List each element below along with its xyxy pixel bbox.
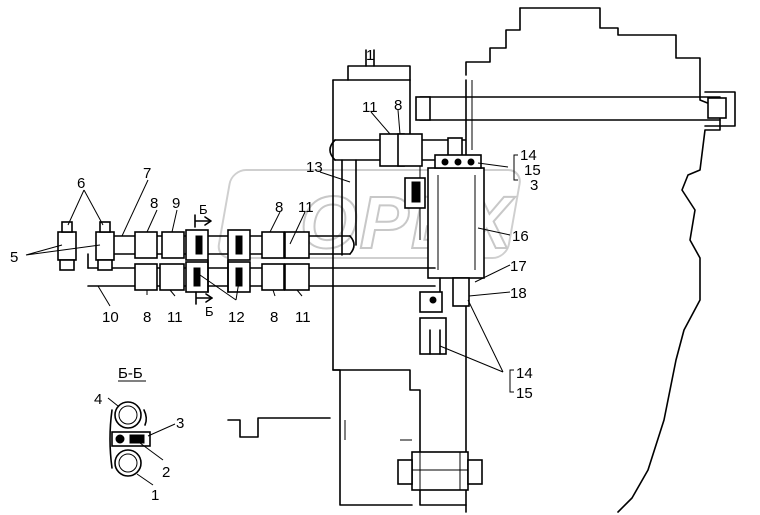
callout-2: 2: [162, 464, 170, 481]
left-valves: [57, 221, 115, 271]
housing-outline: [415, 7, 736, 513]
main-pipe-lower: [87, 259, 436, 293]
callout-5: 5: [10, 249, 18, 266]
callout-17: 17: [510, 258, 527, 275]
callout-labels: 1 11 8 13 14 15 3 16 17 18 14 15 6 5 7 8…: [10, 47, 541, 504]
callout-11-lower-left: 11: [167, 309, 183, 326]
callout-18: 18: [510, 285, 527, 302]
section-title: Б-Б: [118, 365, 143, 382]
callout-8: 8: [394, 97, 402, 114]
callout-11: 11: [362, 99, 378, 116]
callout-8-lower-right: 8: [270, 309, 278, 326]
callout-6: 6: [77, 175, 85, 192]
callout-11-upper-right: 11: [298, 199, 314, 216]
callout-16: 16: [512, 228, 529, 245]
callout-11-lower-right: 11: [295, 309, 311, 326]
callout-14: 14: [520, 147, 537, 164]
callout-8-upper-left: 8: [150, 195, 158, 212]
top-mark-label: 1: [366, 47, 374, 64]
callout-8-upper-right: 8: [275, 199, 283, 216]
main-pipe-upper: [114, 229, 355, 261]
callout-14-lower: 14: [516, 365, 533, 382]
callout-1: 1: [151, 487, 159, 504]
callout-4: 4: [94, 391, 102, 408]
leader-lines: [25, 109, 518, 486]
central-column: [227, 49, 483, 506]
section-cut-markers: [194, 214, 213, 305]
callout-7: 7: [143, 165, 151, 182]
callout-10: 10: [102, 309, 119, 326]
callout-3-section: 3: [176, 415, 184, 432]
callout-13: 13: [306, 159, 323, 176]
section-bb-view: [109, 401, 151, 477]
callout-8-lower-left: 8: [143, 309, 151, 326]
callout-15-lower: 15: [516, 385, 533, 402]
callout-9: 9: [172, 195, 180, 212]
callout-12: 12: [228, 309, 245, 326]
filter-block: [404, 154, 485, 355]
callout-15: 15: [524, 162, 541, 179]
callout-3: 3: [530, 177, 538, 194]
section-marker-bottom: Б: [205, 304, 214, 319]
section-marker-top: Б: [199, 202, 208, 217]
